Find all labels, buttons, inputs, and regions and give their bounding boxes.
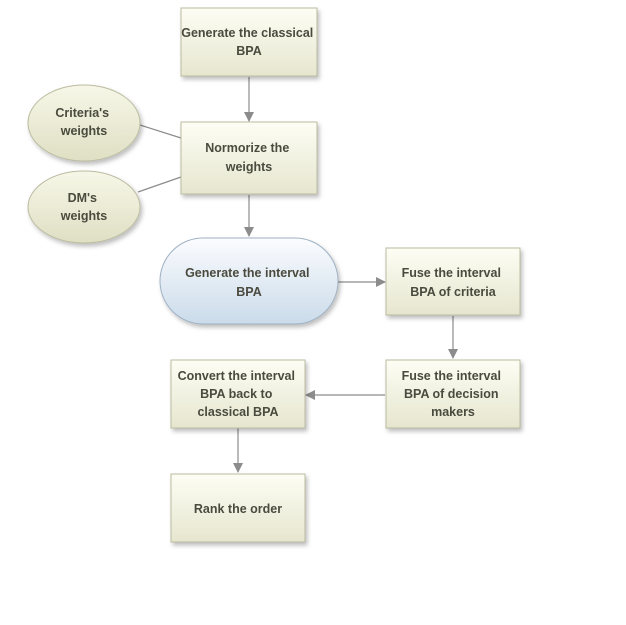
node-convert-back-shape [170, 359, 306, 429]
node-fuse-criteria: Fuse the interval BPA of criteria [385, 247, 521, 316]
node-fuse-criteria-label: Fuse the interval BPA of criteria [402, 266, 505, 299]
node-dm-weights-label: DM's weights [60, 191, 108, 223]
node-generate-classical-bpa: Generate the classical BPA [180, 7, 318, 77]
node-criteria-weights: Criteria's weights [27, 84, 141, 162]
node-fuse-decision-makers-shape [385, 359, 521, 429]
node-rank-order-shape [170, 473, 306, 543]
connectors [137, 77, 458, 473]
node-generate-interval-bpa-label: Generate the interval BPA [185, 266, 313, 299]
node-criteria-weights-label: Criteria's weights [55, 106, 112, 138]
node-normalize-weights: Normorize the weights [180, 121, 318, 195]
node-fuse-decision-makers-label: Fuse the interval BPA of decision makers [402, 369, 505, 419]
node-rank-order-label: Rank the order [194, 502, 282, 516]
node-generate-classical-bpa-label: Generate the classical BPA [181, 26, 317, 58]
node-generate-classical-bpa-shape [180, 7, 318, 77]
node-dm-weights: DM's weights [27, 170, 141, 244]
node-generate-interval-bpa-shape [159, 237, 339, 325]
line-dm-to-normalize [137, 176, 182, 193]
node-dm-weights-shape [27, 170, 141, 244]
node-fuse-decision-makers: Fuse the interval BPA of decision makers [385, 359, 521, 429]
node-criteria-weights-shape [27, 84, 141, 162]
node-convert-back: Convert the interval BPA back to classic… [170, 359, 306, 429]
node-normalize-weights-shape [180, 121, 318, 195]
node-fuse-criteria-shape [385, 247, 521, 316]
node-normalize-weights-label: Normorize the weights [205, 141, 293, 174]
node-rank-order: Rank the order [170, 473, 306, 543]
node-generate-interval-bpa: Generate the interval BPA [159, 237, 339, 325]
line-criteria-to-normalize [139, 124, 182, 139]
node-convert-back-label: Convert the interval BPA back to classic… [178, 369, 299, 419]
